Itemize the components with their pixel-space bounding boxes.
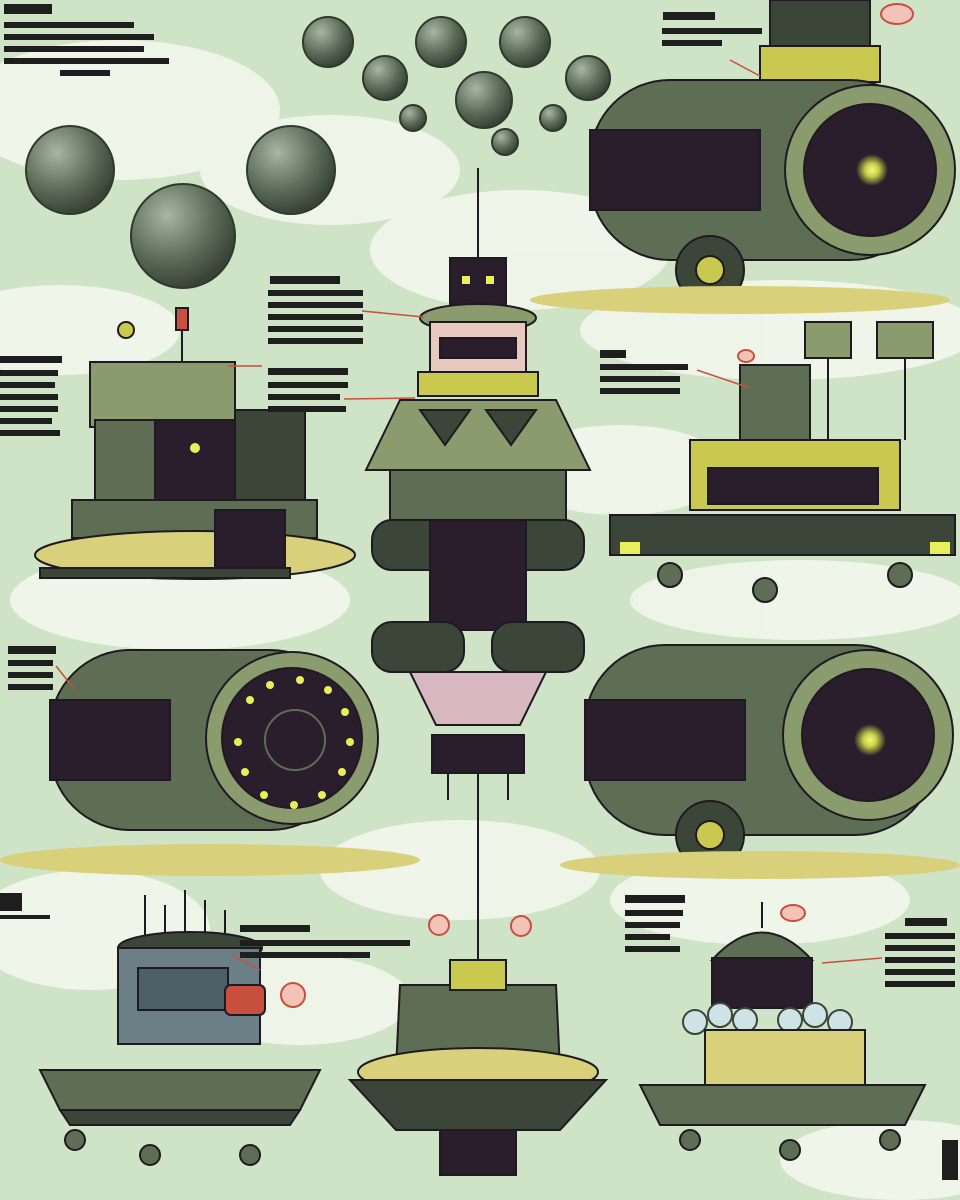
bubble-icon bbox=[399, 104, 427, 132]
bubble-icon bbox=[415, 16, 467, 68]
top-right-tank bbox=[530, 0, 956, 314]
callout-bubble-icon bbox=[737, 349, 755, 363]
right-lab-platform bbox=[609, 321, 956, 603]
bubble-icon bbox=[246, 125, 336, 215]
middle-right-tank bbox=[560, 644, 960, 879]
left-generator bbox=[34, 307, 356, 580]
bubble-icon bbox=[565, 55, 611, 101]
tower-base bbox=[347, 959, 609, 1176]
floating-spheres bbox=[25, 16, 611, 289]
leader-lines bbox=[55, 59, 883, 971]
bottom-right-dome bbox=[638, 902, 927, 1161]
annotation-glyphs bbox=[0, 4, 958, 1180]
bubble-icon bbox=[362, 55, 408, 101]
callout-bubble-icon bbox=[280, 982, 306, 1008]
bottom-left-reactor bbox=[38, 890, 322, 1166]
callout-bubble-icon bbox=[780, 904, 806, 922]
bubble-icon bbox=[130, 183, 236, 289]
central-tower bbox=[364, 168, 592, 960]
bubble-icon bbox=[499, 16, 551, 68]
bubble-icon bbox=[302, 16, 354, 68]
callout-bubble-icon bbox=[428, 914, 450, 936]
bubble-icon bbox=[25, 125, 115, 215]
callout-markers bbox=[280, 3, 914, 1008]
middle-left-tank bbox=[0, 649, 420, 876]
callout-bubble-icon bbox=[510, 915, 532, 937]
bubble-icon bbox=[491, 128, 519, 156]
bubble-icon bbox=[539, 104, 567, 132]
bubble-icon bbox=[455, 71, 513, 129]
callout-bubble-icon bbox=[880, 3, 914, 25]
